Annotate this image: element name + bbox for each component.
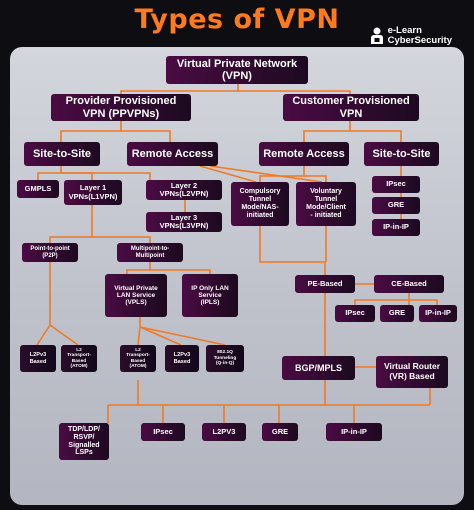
ip-in-ip-ce-node: IP-in-IP xyxy=(419,305,457,322)
gre-right-node: GRE xyxy=(372,197,420,214)
pe-based-node: PE-Based xyxy=(295,275,355,293)
ipls-node: IP Only LAN Service (IPLS) xyxy=(182,274,238,317)
ipsec-right-node: IPsec xyxy=(372,176,420,193)
ipsec-bottom-node: IPsec xyxy=(141,423,185,441)
compulsory-tunnel-node: Compulsory Tunnel Mode/NAS- initiated xyxy=(231,182,289,226)
gre-bottom-node: GRE xyxy=(262,423,298,441)
l2pv3-based-mid-node: L2Pv3 Based xyxy=(165,345,199,372)
remote-access-right-node: Remote Access xyxy=(259,142,349,166)
person-icon xyxy=(370,27,383,44)
brand-name-line1: e-Learn xyxy=(387,25,422,36)
l1vpn-node: Layer 1 VPNs(L1VPN) xyxy=(64,180,122,205)
site-to-site-right-node: Site-to-Site xyxy=(364,142,439,166)
q-in-q-node: 802.1Q Tunneling (Q-in-Q) xyxy=(206,345,244,372)
brand-logo: e-Learn CyberSecurity xyxy=(370,26,452,46)
l2-transport-left-node: L2 Transport- Based (ATOM) xyxy=(61,345,97,372)
l2pv3-bottom-node: L2PV3 xyxy=(202,423,246,441)
gmpls-node: GMPLS xyxy=(17,180,59,198)
ipsec-ce-node: IPsec xyxy=(335,305,375,322)
l2-transport-mid-node: L2 Transport- Based (ATOM) xyxy=(120,345,156,372)
brand-name-line2: CyberSecurity xyxy=(387,35,452,46)
cpvpn-node: Customer Provisioned VPN xyxy=(283,94,419,121)
l2pv3-based-left-node: L2Pv3 Based xyxy=(20,345,56,372)
p2p-node: Point-to-point (P2P) xyxy=(22,243,78,262)
voluntary-tunnel-node: Voluntary Tunnel Mode/Client - initiated xyxy=(296,182,356,226)
multipoint-node: Multipoint-to- Multipoint xyxy=(117,243,183,262)
l2vpn-node: Layer 2 VPNs(L2VPN) xyxy=(146,180,222,200)
bgp-mpls-node: BGP/MPLS xyxy=(282,356,355,380)
ip-in-ip-right-node: IP-in-IP xyxy=(372,219,420,236)
ce-based-node: CE-Based xyxy=(374,275,444,293)
l3vpn-node: Layer 3 VPNs(L3VPN) xyxy=(146,212,222,232)
site-to-site-left-node: Site-to-Site xyxy=(24,142,100,166)
ppvpn-node: Provider Provisioned VPN (PPVPNs) xyxy=(51,94,191,121)
ip-in-ip-bottom-node: IP-in-IP xyxy=(326,423,382,441)
tdp-ldp-node: TDP/LDP/ RSVP/ Signalled LSPs xyxy=(59,423,109,460)
gre-ce-node: GRE xyxy=(380,305,414,322)
page-title: Types of VPN xyxy=(134,4,340,35)
vpls-node: Virtual Private LAN Service (VPLS) xyxy=(105,274,167,317)
vr-based-node: Virtual Router (VR) Based xyxy=(376,356,448,388)
vpn-node: Virtual Private Network (VPN) xyxy=(166,56,308,84)
remote-access-left-node: Remote Access xyxy=(127,142,218,166)
